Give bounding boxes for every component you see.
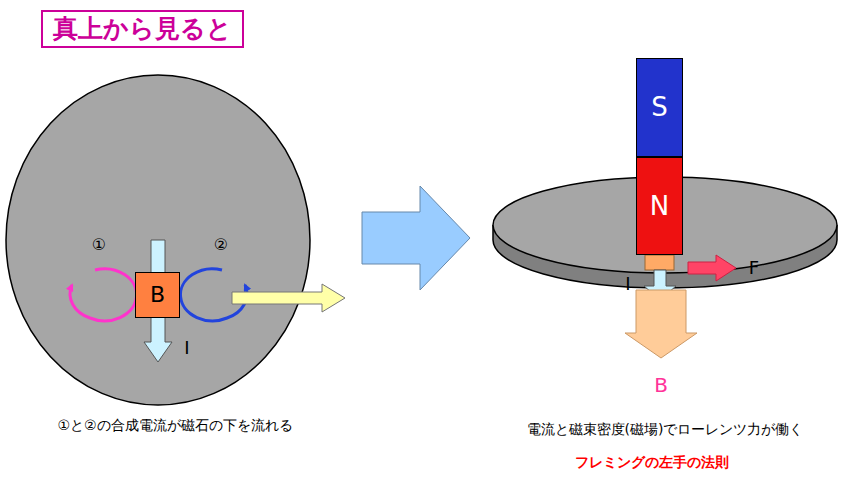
- field-arrow: [625, 290, 697, 358]
- title-text: 真上から見ると: [53, 15, 232, 43]
- law-name: フレミングの左手の法則: [575, 455, 729, 470]
- callout-number: ①: [92, 236, 106, 254]
- field-box: B: [135, 272, 180, 318]
- magnet-north: N: [636, 157, 683, 255]
- note: 電流と磁束密度(磁場)でローレンツ力が働く: [527, 422, 804, 437]
- disk-top-view: [6, 75, 310, 405]
- field-label: B: [654, 374, 668, 396]
- magnet-north-text: N: [650, 192, 669, 221]
- transition-arrow: [362, 186, 470, 290]
- magnet-south: S: [636, 58, 683, 157]
- pointer-arrow: [232, 284, 345, 312]
- note: ①と②の合成電流が磁石の下を流れる: [57, 418, 292, 433]
- force-label: F: [749, 258, 759, 278]
- current-label: I: [625, 274, 630, 294]
- force-arrow: [688, 255, 736, 281]
- title-box: 真上から見ると: [41, 10, 244, 48]
- current-label: I: [184, 338, 189, 358]
- field-box-text: B: [150, 283, 165, 307]
- magnet-south-text: S: [651, 93, 668, 122]
- eddy-loop-1: [70, 269, 136, 321]
- callout-number: ②: [214, 236, 228, 254]
- current-patch: [645, 255, 674, 270]
